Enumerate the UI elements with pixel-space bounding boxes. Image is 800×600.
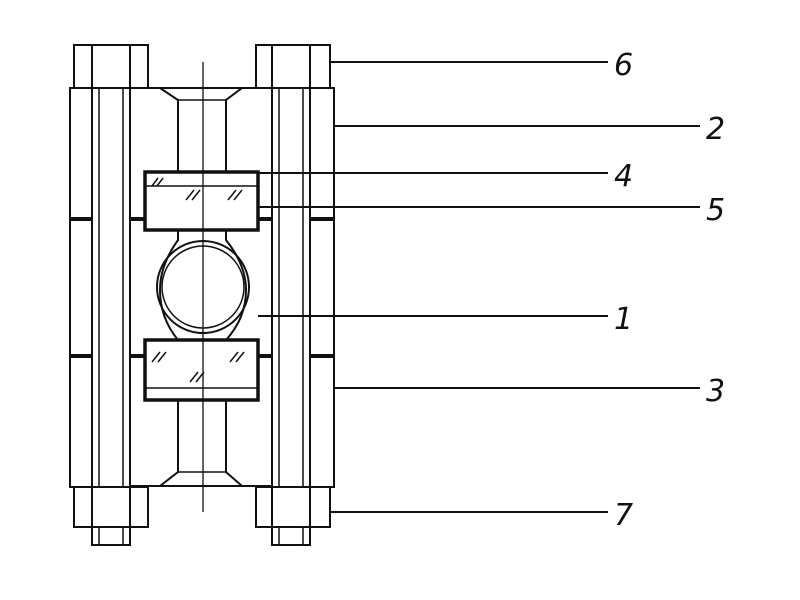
left-flange [69, 87, 93, 488]
callout-5: 5 [706, 193, 725, 228]
right-bolt [255, 44, 331, 546]
callout-3: 3 [706, 374, 725, 409]
callout-4: 4 [614, 159, 633, 194]
callout-6: 6 [614, 48, 633, 83]
central-body [129, 87, 273, 487]
upper-glass-window [143, 170, 260, 232]
left-bolt [73, 44, 149, 546]
lower-glass-window [143, 338, 260, 402]
leader-lines [258, 61, 700, 513]
callout-2: 2 [706, 112, 725, 147]
central-bore [177, 100, 227, 472]
callout-7: 7 [614, 498, 633, 533]
right-flange [309, 87, 335, 488]
callout-labels: 6 2 4 5 1 3 7 [614, 48, 725, 533]
callout-1: 1 [614, 302, 633, 337]
